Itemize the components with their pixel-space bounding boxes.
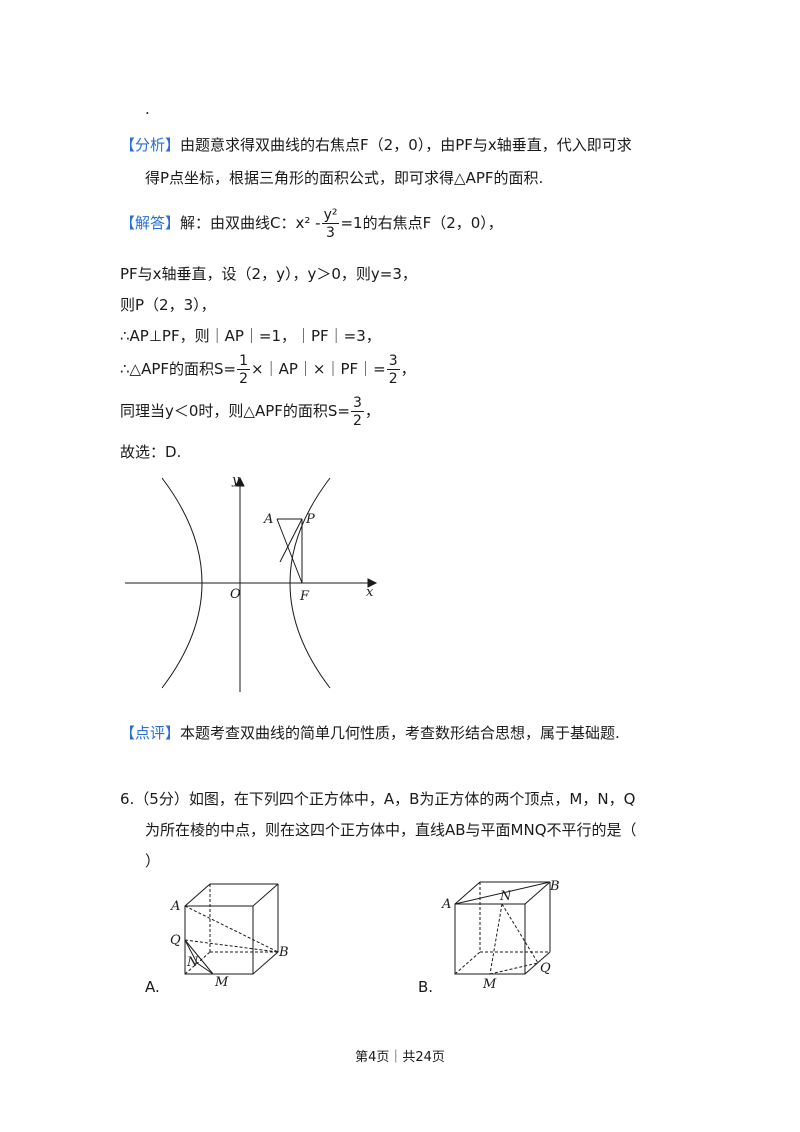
cube-a-label-n: N — [186, 955, 199, 970]
segment-po — [279, 518, 303, 563]
page-footer: 第4页｜共24页 — [355, 1050, 445, 1065]
cube-b-label-a: A — [441, 897, 451, 912]
stray-dot: . — [145, 100, 150, 118]
cube-a-label-a: A — [170, 899, 180, 914]
cube-figure-b: A B N Q M — [441, 879, 560, 992]
hyperbola-right-branch — [289, 477, 331, 689]
x-axis-arrow — [367, 578, 378, 588]
comment-line: 【点评】本题考查双曲线的简单几何性质，考查数形结合思想，属于基础题. — [120, 722, 620, 743]
y-axis-arrow — [235, 476, 245, 487]
comment-tag: 【点评】 — [120, 724, 181, 742]
cube-a-label-b: B — [278, 945, 289, 960]
analysis-line-2: 得P点坐标，根据三角形的面积公式，即可求得△APF的面积. — [145, 169, 544, 187]
cube-b-label-n: N — [499, 889, 512, 904]
question-line-3: ） — [145, 852, 161, 870]
solution-text-1b: =1的右焦点F（2，0）， — [340, 214, 503, 232]
segment-af — [276, 518, 303, 584]
label-x: x — [366, 585, 374, 600]
cube-figure-a: A B Q N M — [170, 883, 289, 988]
solution-text-1a: 解：由双曲线C：x² - — [180, 214, 321, 232]
label-o: O — [230, 587, 241, 602]
hyperbola-figure: y x O A P F — [125, 473, 378, 692]
solution-line-4: ∴AP⊥PF，则｜AP｜=1，｜PF｜=3， — [120, 327, 381, 345]
cube-b-label-m: M — [482, 977, 497, 992]
question-line-2: 为所在棱的中点，则在这四个正方体中，直线AB与平面MNQ不平行的是（ — [145, 821, 637, 839]
option-b-label: B. — [418, 978, 434, 996]
cube-a-label-q: Q — [170, 933, 181, 948]
solution-line-3: 则P（2，3）， — [120, 296, 216, 314]
label-f: F — [299, 589, 310, 604]
cube-b-line-ab — [454, 881, 551, 905]
analysis-line-1: 【分析】由题意求得双曲线的右焦点F（2，0），由PF与x轴垂直，代入即可求 — [120, 134, 632, 155]
label-a: A — [263, 512, 273, 527]
cube-b-label-q: Q — [540, 961, 551, 976]
solution-line-7: 故选：D. — [120, 443, 182, 461]
solution-line-2: PF与x轴垂直，设（2，y），y＞0，则y=3， — [120, 265, 417, 283]
analysis-tag: 【分析】 — [120, 136, 181, 154]
cube-a-label-m: M — [214, 975, 229, 988]
hyperbola-left-branch — [161, 477, 203, 689]
analysis-text-1: 由题意求得双曲线的右焦点F（2，0），由PF与x轴垂直，代入即可求 — [180, 136, 632, 154]
label-p: P — [305, 512, 315, 527]
question-line-1: 6.（5分）如图，在下列四个正方体中，A，B为正方体的两个顶点，M，N，Q — [120, 790, 636, 808]
solution-tag: 【解答】 — [120, 214, 181, 232]
option-a-label: A. — [145, 978, 160, 996]
cube-b-label-b: B — [549, 879, 560, 894]
cube-b-front-face — [454, 903, 526, 975]
comment-text: 本题考查双曲线的简单几何性质，考查数形结合思想，属于基础题. — [180, 724, 620, 742]
label-y: y — [231, 473, 240, 488]
cube-a-line-ab — [184, 905, 279, 953]
